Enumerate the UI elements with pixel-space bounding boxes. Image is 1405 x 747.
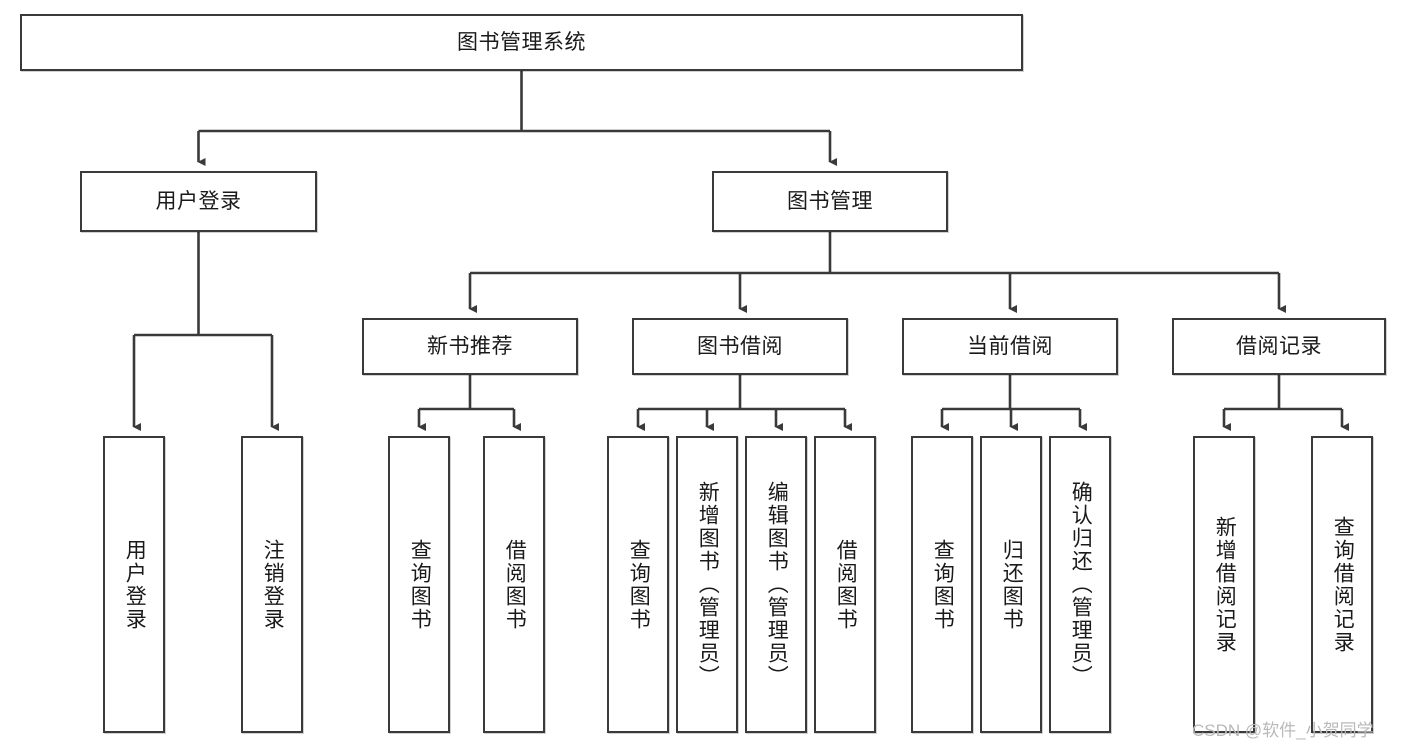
node-leaf-return-book[interactable]: 归还图书 [980, 436, 1042, 733]
node-label-leaf-query-book-cur: 查询图书 [931, 538, 955, 631]
node-leaf-add-record[interactable]: 新增借阅记录 [1193, 436, 1255, 733]
node-leaf-add-book[interactable]: 新增图书（管理员） [676, 436, 738, 733]
node-label-leaf-query-book-borrow: 查询图书 [627, 538, 651, 631]
node-label-leaf-query-book-rec: 查询图书 [408, 538, 432, 631]
node-label-book-borrow: 图书借阅 [697, 334, 783, 358]
node-label-user-login: 用户登录 [155, 189, 242, 213]
node-label-leaf-edit-book: 编辑图书（管理员） [765, 481, 789, 688]
node-label-book-manage: 图书管理 [787, 189, 873, 213]
node-label-borrow-record: 借阅记录 [1236, 334, 1322, 358]
node-label-leaf-borrow-book-rec: 借阅图书 [503, 538, 527, 631]
csdn-watermark: CSDN @软件_小贺同学 [1192, 721, 1374, 740]
node-root[interactable]: 图书管理系统 [20, 14, 1023, 71]
node-user-login[interactable]: 用户登录 [80, 171, 317, 232]
node-label-leaf-add-record: 新增借阅记录 [1213, 515, 1237, 654]
node-current-borrow[interactable]: 当前借阅 [902, 318, 1118, 375]
node-leaf-query-book-rec[interactable]: 查询图书 [388, 436, 450, 733]
node-leaf-logout[interactable]: 注销登录 [241, 436, 303, 733]
node-new-book-rec[interactable]: 新书推荐 [362, 318, 578, 375]
node-leaf-query-book-cur[interactable]: 查询图书 [911, 436, 973, 733]
node-leaf-borrow-book-rec[interactable]: 借阅图书 [483, 436, 545, 733]
node-label-leaf-logout: 注销登录 [261, 538, 285, 631]
node-leaf-edit-book[interactable]: 编辑图书（管理员） [745, 436, 807, 733]
node-label-current-borrow: 当前借阅 [967, 334, 1053, 358]
node-leaf-confirm-return[interactable]: 确认归还（管理员） [1049, 436, 1111, 733]
node-leaf-query-record[interactable]: 查询借阅记录 [1311, 436, 1373, 733]
node-label-leaf-confirm-return: 确认归还（管理员） [1069, 481, 1093, 688]
node-label-leaf-user-login: 用户登录 [123, 538, 147, 631]
node-leaf-user-login[interactable]: 用户登录 [103, 436, 165, 733]
node-label-leaf-borrow-book: 借阅图书 [834, 538, 858, 631]
node-label-leaf-query-record: 查询借阅记录 [1331, 515, 1355, 654]
node-label-leaf-return-book: 归还图书 [1000, 538, 1024, 631]
node-book-manage[interactable]: 图书管理 [712, 171, 948, 232]
node-book-borrow[interactable]: 图书借阅 [632, 318, 848, 375]
node-label-root: 图书管理系统 [457, 30, 586, 54]
node-leaf-query-book-borrow[interactable]: 查询图书 [607, 436, 669, 733]
node-label-leaf-add-book: 新增图书（管理员） [696, 481, 720, 688]
node-borrow-record[interactable]: 借阅记录 [1172, 318, 1386, 375]
node-leaf-borrow-book[interactable]: 借阅图书 [814, 436, 876, 733]
node-label-new-book-rec: 新书推荐 [427, 334, 513, 358]
